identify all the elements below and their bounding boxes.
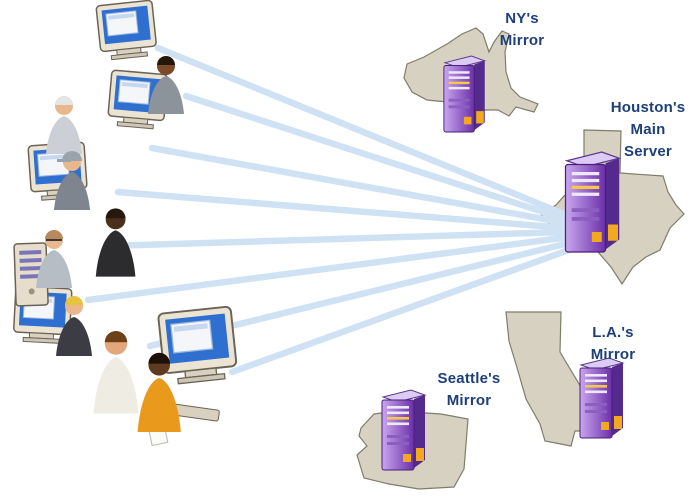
- ny-mirror-label: NY's Mirror: [482, 8, 562, 52]
- connection-line: [182, 92, 569, 223]
- keyboard-icon: [172, 403, 220, 422]
- label-line: NY's: [505, 10, 539, 27]
- connection-line: [84, 233, 573, 304]
- user-figure: [46, 96, 82, 154]
- label-line: L.A.'s: [592, 324, 634, 341]
- connection-line: [228, 243, 581, 376]
- workstation-monitor-icon: [95, 0, 159, 62]
- user-figure: [56, 296, 92, 356]
- houston-main-server-label: Houston's Main Server: [598, 97, 698, 162]
- ny-server-icon: [443, 55, 486, 133]
- label-line: Seattle's: [437, 370, 501, 387]
- label-line: Server: [624, 142, 672, 160]
- label-line: Mirror: [590, 345, 636, 363]
- user-figure: [95, 208, 136, 277]
- user-figure: [36, 230, 72, 288]
- label-line: Mirror: [446, 391, 492, 409]
- connection-line: [148, 144, 570, 227]
- connection-lines: [84, 44, 581, 376]
- seattle-mirror-label: Seattle's Mirror: [424, 368, 514, 412]
- tower-pc-icon: [13, 242, 49, 307]
- la-mirror-label: L.A.'s Mirror: [572, 322, 654, 366]
- label-line: Mirror: [499, 31, 545, 49]
- connection-line: [114, 188, 570, 232]
- user-figure: [148, 56, 184, 114]
- seattle-server-icon: [381, 389, 426, 471]
- houston-main-server-icon: [564, 151, 620, 253]
- california-state-map-icon: [505, 311, 598, 447]
- la-server-icon: [579, 357, 624, 439]
- user-figure: [137, 352, 181, 432]
- users-cluster: [12, 0, 239, 447]
- user-figure: [93, 331, 139, 414]
- label-line: Houston's: [610, 99, 686, 116]
- connection-line: [154, 44, 568, 218]
- user-figure: [54, 151, 90, 210]
- connection-line: [102, 228, 571, 250]
- label-line: Main: [630, 120, 666, 138]
- workstation-monitor-icon: [157, 305, 239, 387]
